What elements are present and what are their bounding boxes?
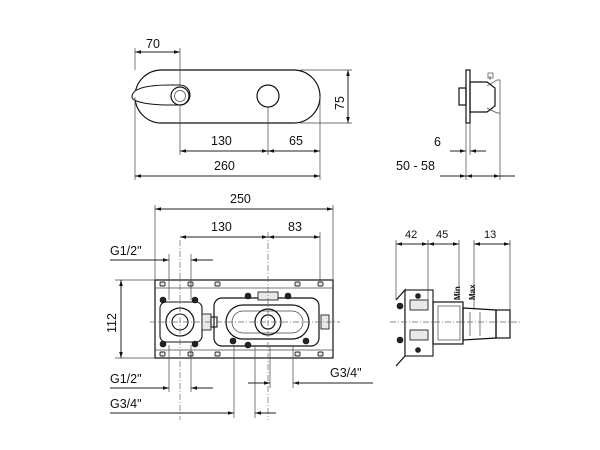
mounting-frame (154, 279, 334, 359)
lever-handle (131, 84, 191, 106)
mounting-slots (159, 281, 324, 357)
max-label: Max (468, 284, 477, 300)
dim-13: 13 (484, 229, 496, 241)
min-label: Min (453, 286, 462, 300)
dim-50-58: 50 - 58 (396, 159, 435, 173)
front-view-plate: 70 75 130 65 260 (131, 37, 352, 180)
front-view-box: 250 130 83 G1/2" 112 G1/2" G3/4" (105, 192, 373, 420)
cartridge-housing (432, 301, 464, 345)
side-view-plate: 6 50 - 58 (396, 69, 515, 180)
diverter-knob (256, 84, 280, 108)
dim-250: 250 (230, 192, 251, 206)
spindle (462, 307, 497, 341)
dim-83: 83 (288, 220, 302, 234)
side-view-box: 42 45 13 Min Max (390, 229, 520, 367)
dim-112: 112 (105, 313, 119, 333)
g12-top-label: G1/2" (110, 244, 142, 258)
lever-profile (469, 81, 496, 113)
dim-65: 65 (289, 134, 303, 148)
dim-260: 260 (214, 159, 235, 173)
dim-45: 45 (436, 229, 448, 241)
dim-6: 6 (434, 135, 441, 149)
dim-130-bottom: 130 (211, 220, 232, 234)
g12-bottom-label: G1/2" (110, 372, 142, 386)
dim-70: 70 (146, 37, 160, 51)
dim-130-top: 130 (211, 134, 232, 148)
dim-75: 75 (333, 96, 347, 110)
g34-left-label: G3/4" (110, 397, 142, 411)
g34-right-label: G3/4" (330, 366, 362, 380)
dim-42: 42 (405, 229, 417, 241)
